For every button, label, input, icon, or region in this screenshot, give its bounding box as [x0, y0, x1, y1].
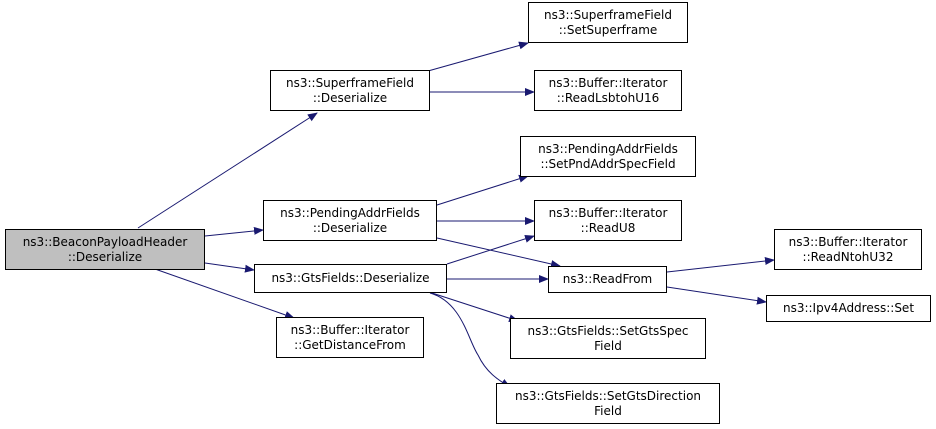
- node-read-from[interactable]: ns3::ReadFrom: [548, 266, 667, 293]
- node-superframe-line1: ns3::SuperframeField: [285, 75, 414, 90]
- node-ipv4-address-set[interactable]: ns3::Ipv4Address::Set: [766, 295, 931, 322]
- node-get-distance-from[interactable]: ns3::Buffer::Iterator ::GetDistanceFrom: [276, 317, 424, 358]
- node-read-lsbtoh-u16[interactable]: ns3::Buffer::Iterator ::ReadLsbtohU16: [534, 70, 682, 111]
- node-ipv4set-line1: ns3::Ipv4Address::Set: [782, 301, 915, 315]
- node-superframe-deserialize[interactable]: ns3::SuperframeField ::Deserialize: [270, 70, 430, 111]
- edge-readfrom-to-ipv4set: [666, 286, 767, 305]
- node-readu8-line2: ::ReadU8: [580, 220, 636, 235]
- node-setsuperframe-line2: ::SetSuperframe: [558, 22, 658, 37]
- node-read-ntoh-u32[interactable]: ns3::Buffer::Iterator ::ReadNtohU32: [774, 229, 922, 270]
- edge-beacon-to-superframe: [137, 112, 318, 229]
- node-readntoh-line1: ns3::Buffer::Iterator: [788, 234, 908, 249]
- node-setpnd-line2: ::SetPndAddrSpecField: [540, 156, 676, 171]
- node-readntoh-line2: ::ReadNtohU32: [802, 249, 894, 264]
- node-distance-line2: ::GetDistanceFrom: [294, 337, 406, 352]
- node-set-superframe[interactable]: ns3::SuperframeField ::SetSuperframe: [528, 2, 688, 43]
- edge-readfrom-to-readntoh: [666, 257, 775, 273]
- node-setsuperframe-line1: ns3::SuperframeField: [543, 7, 672, 22]
- node-readfrom-line1: ns3::ReadFrom: [562, 272, 653, 286]
- node-pending-line1: ns3::PendingAddrFields: [280, 205, 420, 220]
- node-setgtsdir-line1: ns3::GtsFields::SetGtsDirection: [514, 388, 702, 403]
- node-read-u8[interactable]: ns3::Buffer::Iterator ::ReadU8: [534, 200, 682, 241]
- node-set-gts-spec-field[interactable]: ns3::GtsFields::SetGtsSpec Field: [510, 318, 706, 359]
- edge-superframe-to-setsuperframe: [427, 41, 529, 72]
- edge-beacon-to-gts: [204, 262, 255, 273]
- node-pending-line2: ::Deserialize: [312, 220, 388, 235]
- edge-gts-to-setgtsspec: [431, 292, 519, 323]
- node-set-gts-direction-field[interactable]: ns3::GtsFields::SetGtsDirection Field: [496, 383, 720, 424]
- edge-beacon-to-distance: [154, 268, 295, 319]
- node-readu8-line1: ns3::Buffer::Iterator: [548, 205, 668, 220]
- node-setgtsspec-line1: ns3::GtsFields::SetGtsSpec: [527, 323, 689, 338]
- edge-pending-to-setpnd: [436, 174, 529, 206]
- node-beacon-line1: ns3::BeaconPayloadHeader: [22, 234, 188, 249]
- edge-beacon-to-pending: [204, 226, 264, 237]
- node-distance-line1: ns3::Buffer::Iterator: [290, 322, 410, 337]
- node-setpnd-line1: ns3::PendingAddrFields: [538, 141, 678, 156]
- node-beacon-payload-header-deserialize: ns3::BeaconPayloadHeader ::Deserialize: [5, 229, 205, 270]
- edge-gts-to-setgtsdirection: [429, 292, 511, 388]
- node-superframe-line2: ::Deserialize: [312, 90, 388, 105]
- edge-pending-to-readfrom: [436, 237, 561, 268]
- node-gts-line1: ns3::GtsFields::Deserialize: [271, 271, 430, 285]
- node-set-pnd-addr-spec-field[interactable]: ns3::PendingAddrFields ::SetPndAddrSpecF…: [520, 136, 696, 177]
- edge-gts-to-readu8: [446, 234, 535, 265]
- node-pending-addr-deserialize[interactable]: ns3::PendingAddrFields ::Deserialize: [263, 200, 437, 241]
- node-setgtsdir-line2: Field: [594, 403, 622, 418]
- node-gts-deserialize[interactable]: ns3::GtsFields::Deserialize: [254, 264, 447, 293]
- node-setgtsspec-line2: Field: [594, 338, 622, 353]
- node-readlsbtoh-line1: ns3::Buffer::Iterator: [548, 75, 668, 90]
- node-readlsbtoh-line2: ::ReadLsbtohU16: [556, 90, 660, 105]
- node-beacon-line2: ::Deserialize: [67, 249, 143, 264]
